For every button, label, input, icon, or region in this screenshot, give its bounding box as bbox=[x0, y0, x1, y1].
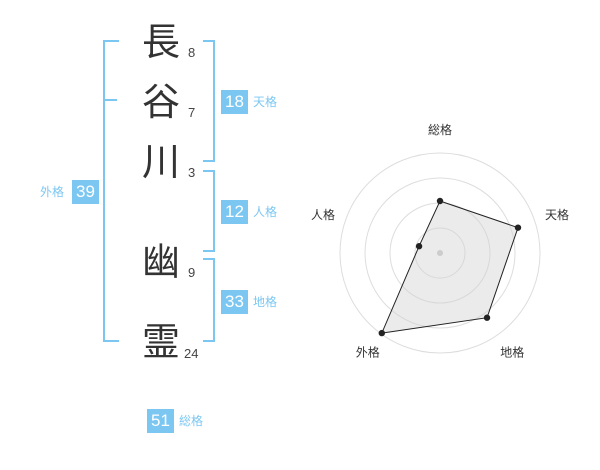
tenkaku-bracket bbox=[203, 40, 215, 162]
radar-axis-label-5: 人格 bbox=[311, 207, 335, 222]
tenkaku-label: 天格 bbox=[253, 95, 278, 109]
radar-center-dot bbox=[437, 250, 443, 256]
radar-ring-4 bbox=[339, 152, 541, 354]
radar-point-4 bbox=[378, 329, 386, 337]
radar-point-2 bbox=[514, 224, 522, 231]
tenkaku-value: 18 bbox=[221, 90, 248, 114]
name-char-3: 川 bbox=[141, 140, 180, 184]
radar-ring-1 bbox=[414, 227, 466, 279]
jinkaku-label: 人格 bbox=[253, 205, 278, 219]
name-char-5: 霊 bbox=[141, 320, 180, 364]
jinkaku-value: 12 bbox=[221, 200, 248, 224]
radar-polygon bbox=[380, 200, 519, 334]
radar-axis-label-3: 地格 bbox=[500, 345, 524, 360]
gaikaku-label: 外格 bbox=[40, 185, 65, 199]
stroke-count-5: 24 bbox=[184, 346, 199, 361]
chikaku-value: 33 bbox=[221, 290, 248, 314]
radar-axis-label-4: 外格 bbox=[356, 345, 380, 360]
soukaku-value: 51 bbox=[147, 409, 174, 433]
jinkaku-bracket bbox=[203, 170, 215, 252]
stroke-count-2: 7 bbox=[188, 105, 196, 120]
stroke-count-1: 8 bbox=[188, 45, 196, 60]
radar-point-3 bbox=[483, 314, 491, 321]
gaikaku-bracket bbox=[103, 40, 119, 342]
name-char-4: 幽 bbox=[141, 240, 180, 284]
soukaku-label: 総格 bbox=[179, 414, 204, 428]
radar-point-5 bbox=[415, 243, 423, 250]
stroke-count-3: 3 bbox=[188, 165, 196, 180]
gaikaku-value: 39 bbox=[72, 180, 99, 204]
radar-axis-label-1: 総格 bbox=[428, 122, 452, 137]
name-char-1: 長 bbox=[141, 20, 180, 64]
stroke-count-4: 9 bbox=[188, 265, 196, 280]
gaikaku-bracket-tick bbox=[103, 99, 117, 101]
chikaku-bracket bbox=[203, 258, 215, 342]
radar-axis-label-2: 天格 bbox=[545, 207, 569, 222]
name-char-2: 谷 bbox=[141, 80, 180, 124]
radar-ring-3 bbox=[364, 177, 516, 329]
radar-point-1 bbox=[436, 197, 444, 205]
chikaku-label: 地格 bbox=[253, 295, 278, 309]
